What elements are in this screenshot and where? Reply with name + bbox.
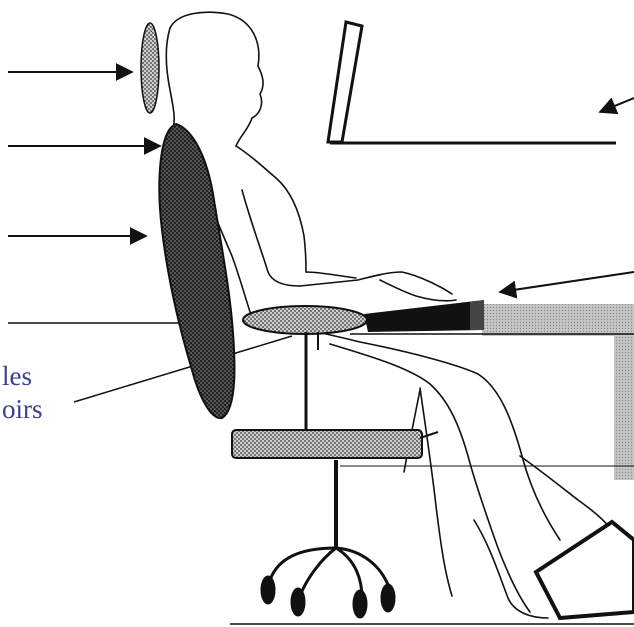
caption-line-2: oirs <box>2 394 43 424</box>
pointer-arrows-left <box>8 72 292 402</box>
pointer-arrows-right <box>500 98 634 292</box>
arrow-to-seat-cushion <box>74 336 292 402</box>
headrest-icon <box>141 23 159 113</box>
caster-wheel <box>353 590 367 618</box>
footrest-icon <box>232 430 438 458</box>
arrow-to-monitor <box>600 98 634 112</box>
caster-wheel <box>291 588 305 616</box>
wrist-rest-icon <box>364 300 484 332</box>
caption-line-1: les <box>2 361 32 391</box>
foot-platform <box>536 522 634 618</box>
monitor-icon <box>328 22 616 143</box>
caster-wheel <box>261 576 275 604</box>
chair-base <box>261 332 395 618</box>
backrest-icon <box>159 124 234 418</box>
caster-wheel <box>381 584 395 612</box>
seat-cushion-icon <box>243 306 367 334</box>
arrow-to-keyboard <box>500 272 634 292</box>
